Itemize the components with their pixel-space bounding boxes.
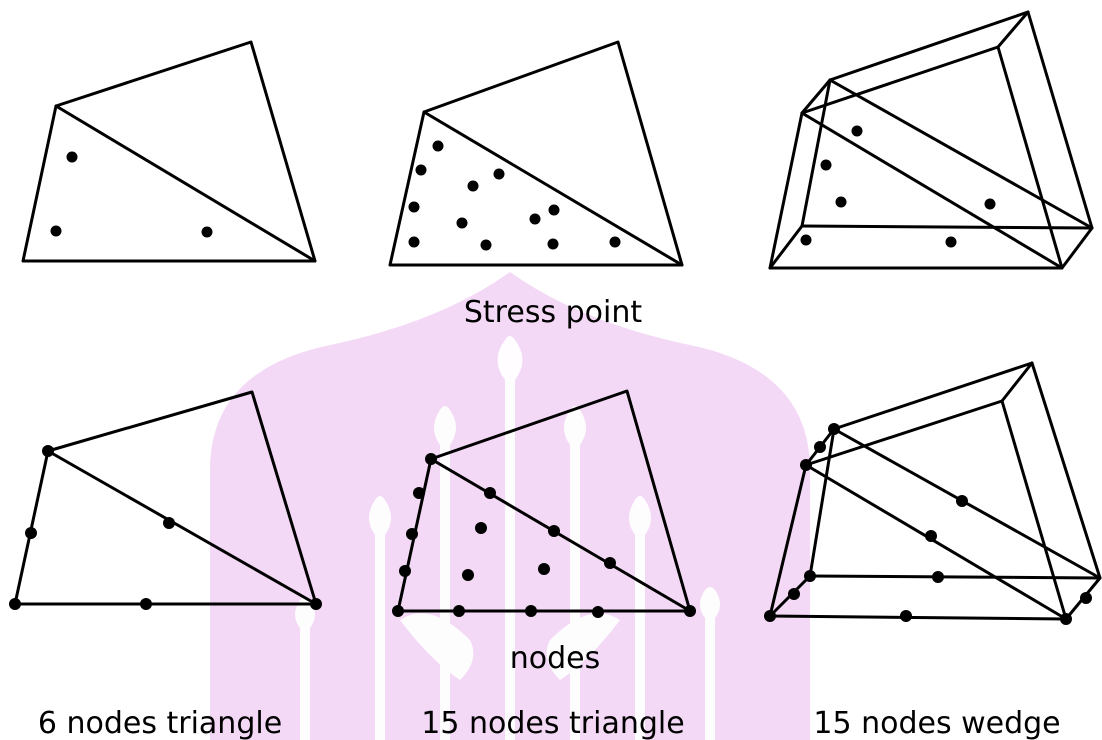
nodes-label: nodes [510, 641, 601, 676]
caption-15-nodes-wedge: 15 nodes wedge [813, 706, 1060, 740]
stress-15-node-wedge [768, 10, 1094, 270]
nodes-15-node-wedge [764, 361, 1102, 625]
caption-15-nodes-triangle: 15 nodes triangle [421, 706, 684, 740]
caption-6-nodes-triangle: 6 nodes triangle [38, 706, 282, 740]
stress-point-label: Stress point [464, 295, 642, 330]
nodes-6-node-triangle [9, 390, 322, 610]
nodes-15-node-triangle [392, 389, 696, 618]
stress-6-node-triangle [21, 40, 317, 263]
stress-15-node-triangle [388, 40, 684, 267]
